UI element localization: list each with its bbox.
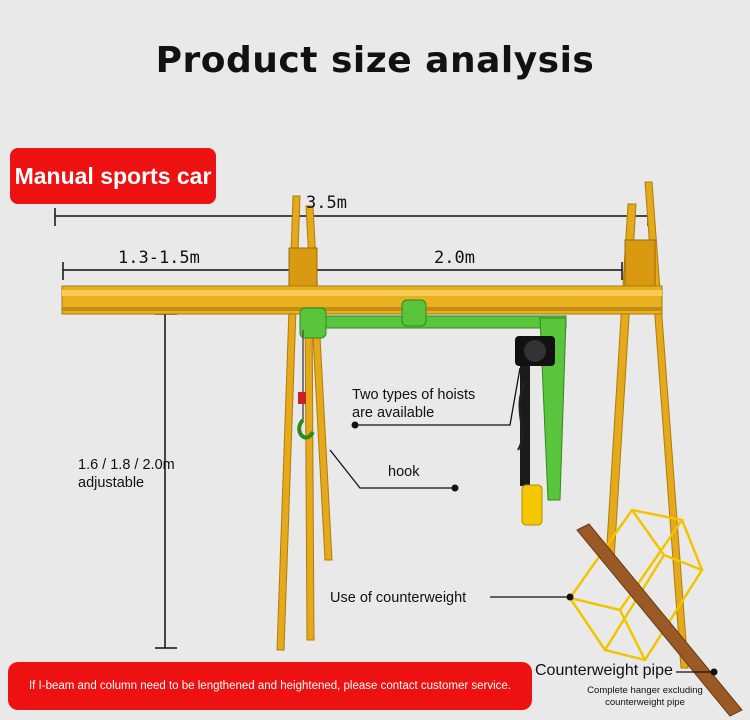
dimension-overall-label: 3.5m: [306, 193, 347, 213]
dimension-left-label: 1.3-1.5m: [118, 248, 200, 268]
counterweight-pipe: [576, 523, 743, 717]
dimension-height-label: 1.6 / 1.8 / 2.0m adjustable: [78, 457, 175, 491]
hoist-motor: [515, 336, 555, 486]
counterweight-box: [567, 508, 704, 662]
model-badge: Manual sports car: [10, 148, 216, 204]
remote-control: [521, 484, 543, 526]
left-bracket: [288, 247, 318, 289]
counterweight-annotation: Use of counterweight: [330, 590, 467, 606]
hanger-note: Complete hanger excluding counterweight …: [587, 685, 703, 708]
hook: [297, 418, 315, 440]
annotation-lines: [329, 367, 714, 673]
hoist-annotation: Two types of hoists are available: [352, 387, 476, 421]
hook-weight: [298, 392, 306, 404]
dimension-right-label: 2.0m: [434, 248, 475, 268]
counterweight-pipe-label: Counterweight pipe: [535, 662, 673, 679]
annotation-dots: [351, 421, 718, 676]
i-beam: [61, 285, 663, 315]
right-bracket: [624, 239, 656, 287]
hook-annotation: hook: [388, 464, 420, 480]
page-title: Product size analysis: [155, 40, 595, 81]
contact-banner: If I-beam and column need to be lengthen…: [8, 662, 532, 710]
dimension-line-overall: [54, 208, 649, 226]
